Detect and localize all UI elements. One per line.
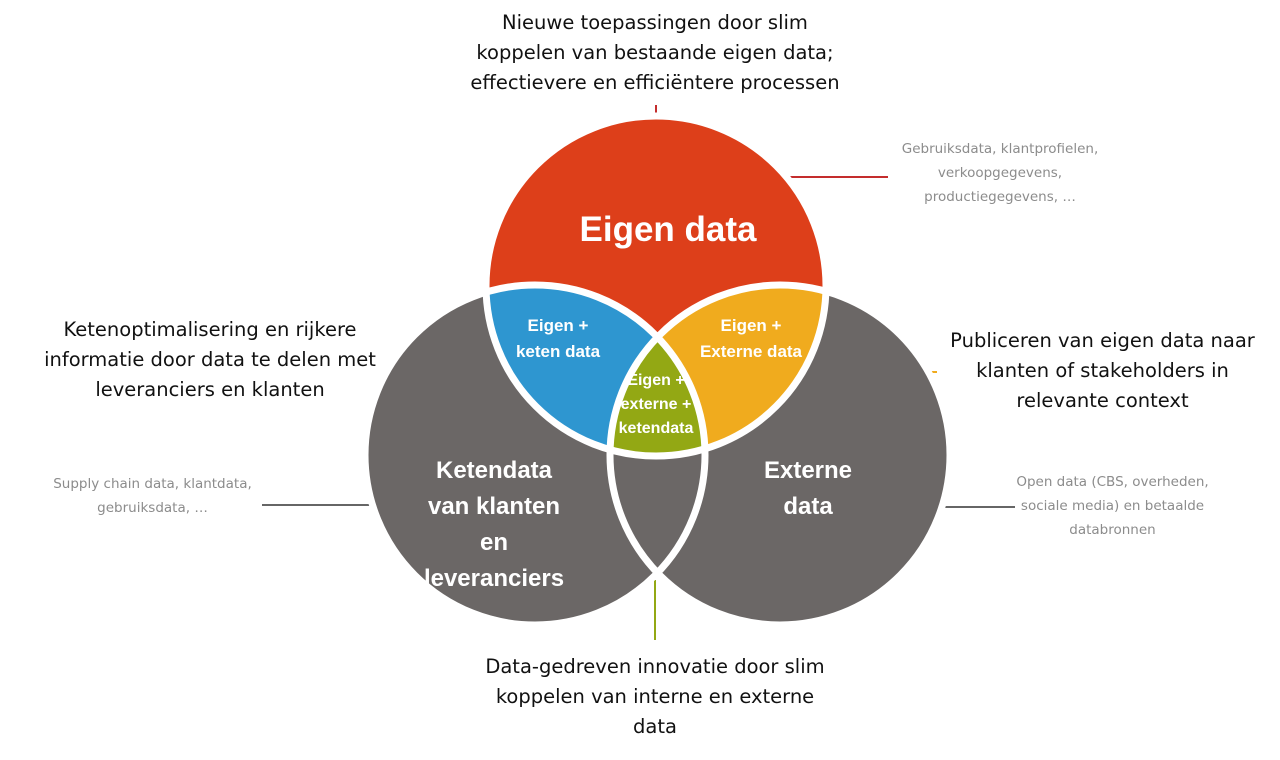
label-center-line: Eigen + (627, 372, 684, 389)
label-eigen-keten-line: keten data (516, 342, 601, 361)
label-center-line: externe + (621, 396, 692, 413)
label-keten-line: Ketendata (436, 457, 553, 484)
label-eigen-line: Eigen data (580, 210, 758, 249)
label-eigen-extern-line: Externe data (700, 342, 803, 361)
annotation-top-right: Gebruiksdata, klantprofielen, verkoopgeg… (901, 141, 1099, 205)
label-keten: Ketendata van klanten en leveranciers (424, 457, 564, 592)
annotation-left: Ketenoptimalisering en rijkere informati… (44, 318, 376, 401)
label-eigen: Eigen data (580, 210, 758, 249)
label-eigen-extern-line: Eigen + (721, 316, 782, 335)
label-eigen-keten-line: Eigen + (528, 316, 589, 335)
label-keten-line: leveranciers (424, 565, 564, 592)
label-extern-line: data (783, 493, 833, 520)
annotation-bottom-right: Open data (CBS, overheden, sociale media… (1016, 474, 1209, 538)
annotation-top: Nieuwe toepassingen door slim koppelen v… (470, 11, 840, 94)
label-extern-line: Externe (764, 457, 852, 484)
annotation-right: Publiceren van eigen data naar klanten o… (950, 329, 1255, 412)
label-center: Eigen + externe + ketendata (619, 372, 694, 437)
annotation-bottom: Data-gedreven innovatie door slim koppel… (485, 655, 825, 738)
label-keten-line: en (480, 529, 508, 556)
separator-rings (361, 112, 954, 629)
label-keten-line: van klanten (428, 493, 560, 520)
annotation-bottom-left: Supply chain data, klantdata, gebruiksda… (53, 476, 252, 516)
label-extern: Externe data (764, 457, 852, 520)
label-eigen-extern: Eigen + Externe data (700, 316, 803, 361)
label-center-line: ketendata (619, 420, 694, 437)
label-eigen-keten: Eigen + keten data (516, 316, 601, 361)
